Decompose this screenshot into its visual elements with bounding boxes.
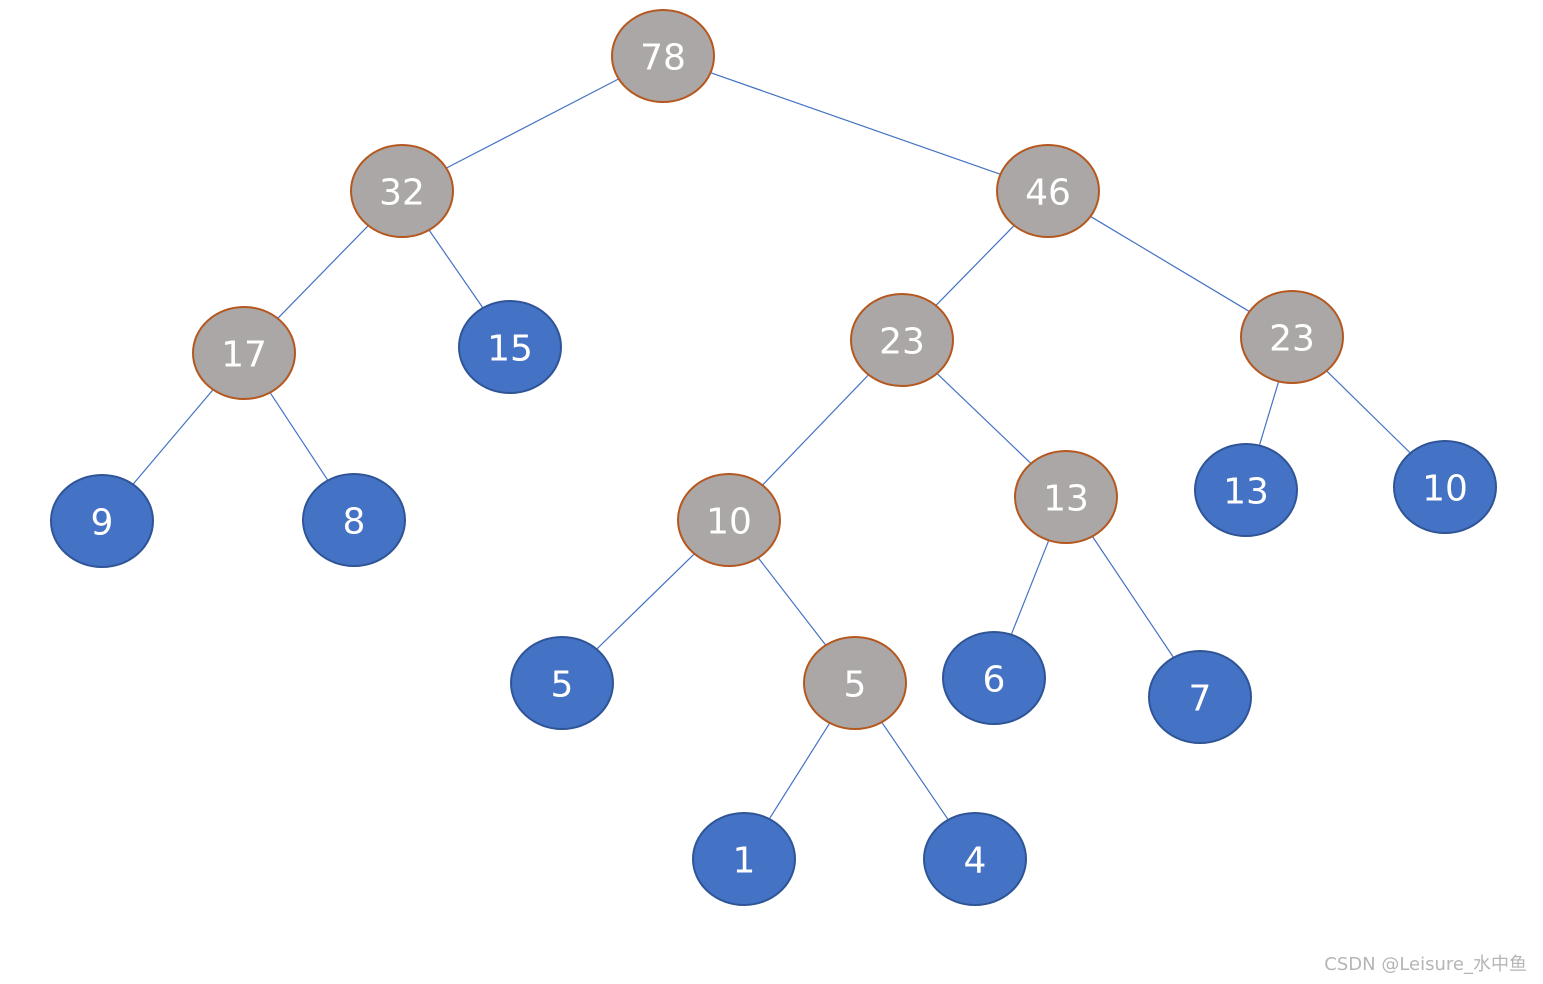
edge-n5b-n4	[881, 721, 949, 821]
leaf-node-circle	[458, 300, 562, 394]
tree-node-n5b: 5	[803, 636, 907, 730]
internal-node-circle	[677, 473, 781, 567]
tree-node-n46: 46	[996, 144, 1100, 238]
tree-node-n32: 32	[350, 144, 454, 238]
edge-n10a-n5a	[596, 553, 695, 650]
leaf-node-circle	[1148, 650, 1252, 744]
tree-nodes: 78 32 46 17 15 23 23 9 8 10 13 13 10 5 5 6 7 1 4	[50, 9, 1497, 906]
node-label: 6	[983, 660, 1006, 701]
node-label: 8	[343, 502, 366, 543]
edge-n23a-n13a	[936, 373, 1032, 464]
edge-n78-n32	[445, 78, 620, 169]
tree-node-n8: 8	[302, 473, 406, 567]
node-label: 5	[844, 665, 867, 706]
internal-node-circle	[1014, 450, 1118, 544]
node-label: 46	[1025, 173, 1071, 214]
tree-node-n4: 4	[923, 812, 1027, 906]
node-label: 17	[221, 335, 267, 376]
tree-node-n15: 15	[458, 300, 562, 394]
edge-n5b-n1	[768, 722, 831, 820]
edge-n46-n23b	[1090, 215, 1250, 313]
node-label: 7	[1189, 679, 1212, 720]
internal-node-circle	[1240, 290, 1344, 384]
edge-n17-n9	[132, 389, 214, 485]
node-label: 15	[487, 329, 533, 370]
tree-node-n23b: 23	[1240, 290, 1344, 384]
leaf-node-circle	[302, 473, 406, 567]
watermark-text: CSDN @Leisure_水中鱼	[1324, 954, 1527, 975]
leaf-node-circle	[1194, 443, 1298, 537]
tree-node-n13b: 13	[1194, 443, 1298, 537]
tree-node-n23a: 23	[850, 293, 954, 387]
internal-node-circle	[996, 144, 1100, 238]
node-label: 10	[706, 502, 752, 543]
node-label: 13	[1223, 472, 1269, 513]
node-label: 32	[379, 173, 425, 214]
edge-n32-n15	[428, 229, 484, 309]
internal-node-circle	[803, 636, 907, 730]
edge-n10a-n5b	[757, 557, 827, 646]
leaf-node-circle	[1393, 440, 1497, 534]
tree-node-n7: 7	[1148, 650, 1252, 744]
edge-n13a-n7	[1091, 536, 1175, 658]
leaf-node-circle	[923, 812, 1027, 906]
edge-n23b-n13b	[1258, 381, 1280, 446]
leaf-node-circle	[50, 474, 154, 568]
tree-node-n10a: 10	[677, 473, 781, 567]
edge-n23b-n10b	[1326, 370, 1411, 454]
internal-node-circle	[350, 144, 454, 238]
tree-edges	[132, 72, 1411, 821]
edge-n13a-n6	[1010, 540, 1050, 635]
node-label: 13	[1043, 479, 1089, 520]
tree-node-n13a: 13	[1014, 450, 1118, 544]
edge-n32-n17	[277, 225, 369, 319]
leaf-node-circle	[942, 631, 1046, 725]
tree-node-n78: 78	[611, 9, 715, 103]
leaf-node-circle	[692, 812, 796, 906]
edge-n23a-n10a	[761, 374, 870, 486]
tree-node-n6: 6	[942, 631, 1046, 725]
edge-n78-n46	[710, 72, 1001, 175]
node-label: 78	[640, 38, 686, 79]
node-label: 9	[91, 503, 114, 544]
node-label: 1	[733, 841, 756, 882]
node-label: 5	[551, 665, 574, 706]
tree-node-n17: 17	[192, 306, 296, 400]
internal-node-circle	[611, 9, 715, 103]
tree-node-n10b: 10	[1393, 440, 1497, 534]
internal-node-circle	[850, 293, 954, 387]
leaf-node-circle	[510, 636, 614, 730]
edge-n17-n8	[269, 392, 329, 481]
tree-node-n9: 9	[50, 474, 154, 568]
node-label: 10	[1422, 469, 1468, 510]
edge-n46-n23a	[935, 225, 1015, 306]
node-label: 23	[879, 322, 925, 363]
tree-node-n1: 1	[692, 812, 796, 906]
node-label: 4	[964, 841, 987, 882]
node-label: 23	[1269, 319, 1315, 360]
internal-node-circle	[192, 306, 296, 400]
tree-node-n5a: 5	[510, 636, 614, 730]
